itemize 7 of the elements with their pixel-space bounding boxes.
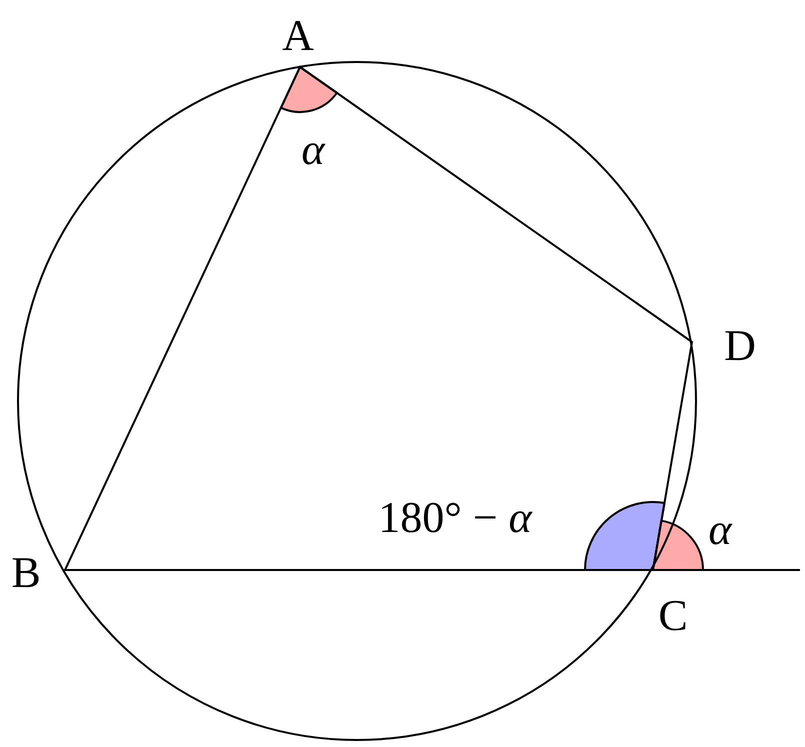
angle-label: α <box>301 128 325 172</box>
angle-label: 180° − α <box>378 496 532 540</box>
angle-label: α <box>708 508 732 552</box>
vertex-label: D <box>724 324 756 368</box>
vertex-label: C <box>658 594 688 638</box>
vertex-label: B <box>11 551 41 595</box>
vertex-label: A <box>282 14 314 58</box>
